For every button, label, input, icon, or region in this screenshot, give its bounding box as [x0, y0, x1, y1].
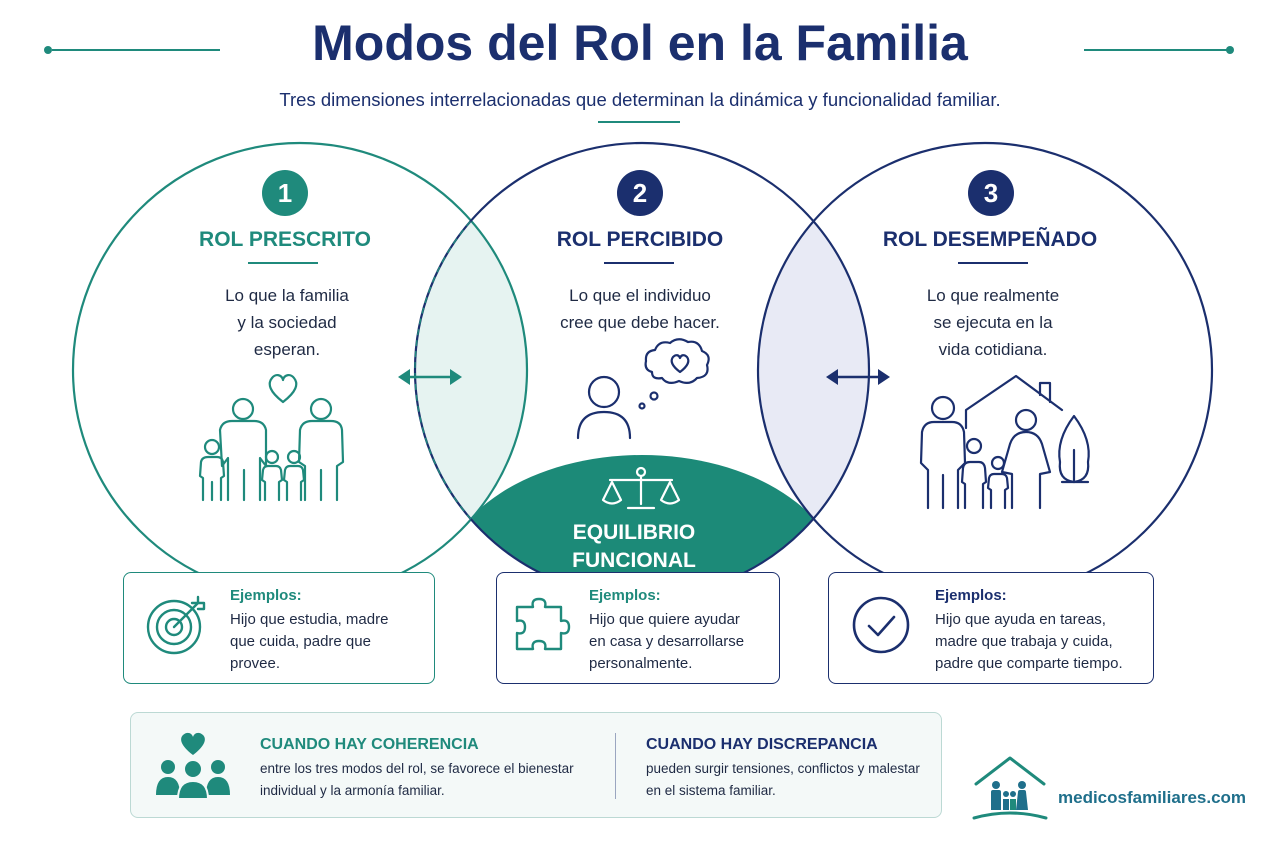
- double-arrow-left-icon: [398, 369, 462, 385]
- example-heading: Ejemplos:: [589, 587, 661, 604]
- summary-box: CUANDO HAY COHERENCIA entre los tres mod…: [130, 712, 942, 818]
- rule-percibido: [604, 262, 674, 264]
- balance-scale-icon: [601, 466, 681, 510]
- decor-dot-left: [44, 46, 52, 54]
- coherence-text: entre los tres modos del rol, se favorec…: [260, 761, 574, 798]
- example-card-desempenado: Ejemplos: Hijo que ayuda en tareas, madr…: [828, 572, 1154, 684]
- discrepancy-text: pueden surgir tensiones, conflictos y ma…: [646, 761, 920, 798]
- summary-divider: [615, 733, 616, 799]
- house-family-logo-icon: [972, 756, 1048, 820]
- example-card-percibido: Ejemplos: Hijo que quiere ayudar en casa…: [496, 572, 780, 684]
- coherence-heading: CUANDO HAY COHERENCIA: [260, 736, 479, 753]
- group-heart-icon: [156, 732, 230, 800]
- target-icon: [146, 595, 206, 655]
- decor-dot-right: [1226, 46, 1234, 54]
- desc-rol-percibido: Lo que el individuo cree que debe hacer.: [560, 286, 720, 332]
- badge-2: 2: [617, 170, 663, 216]
- discrepancy-heading: CUANDO HAY DISCREPANCIA: [646, 736, 878, 753]
- desc-rol-desempenado: Lo que realmente se ejecuta en la vida c…: [926, 286, 1060, 359]
- rule-prescrito: [248, 262, 318, 264]
- title-rol-desempenado: ROL DESEMPEÑADO: [882, 228, 1098, 251]
- page-subtitle: Tres dimensiones interrelacionadas que d…: [279, 89, 1001, 110]
- double-arrow-right-icon: [826, 369, 890, 385]
- example-heading: Ejemplos:: [230, 587, 302, 604]
- page-title: Modos del Rol en la Familia: [312, 15, 968, 71]
- decor-line-right: [1084, 49, 1228, 51]
- example-text: Hijo que ayuda en tareas, madre que trab…: [935, 611, 1123, 672]
- family-heart-icon: [198, 374, 345, 502]
- example-text: Hijo que quiere ayudar en casa y desarro…: [589, 611, 745, 672]
- badge-1: 1: [262, 170, 308, 216]
- equilibrio-funcional-label: EQUILIBRIO FUNCIONAL: [572, 521, 696, 572]
- subtitle-rule: [598, 121, 680, 123]
- example-text: Hijo que estudia, madre que cuida, padre…: [230, 611, 389, 672]
- badge-3: 3: [968, 170, 1014, 216]
- title-rol-prescrito: ROL PRESCRITO: [199, 228, 371, 251]
- rule-desempenado: [958, 262, 1028, 264]
- puzzle-icon: [515, 597, 571, 651]
- title-rol-percibido: ROL PERCIBIDO: [556, 228, 724, 251]
- desc-rol-prescrito: Lo que la familia y la sociedad esperan.: [225, 286, 349, 359]
- brand-name: medicosfamiliares.com: [1058, 788, 1247, 807]
- person-thought-heart-icon: [576, 338, 710, 440]
- check-circle-icon: [852, 596, 910, 654]
- example-heading: Ejemplos:: [935, 587, 1007, 604]
- family-house-tree-icon: [919, 374, 1090, 510]
- example-card-prescrito: Ejemplos: Hijo que estudia, madre que cu…: [123, 572, 435, 684]
- decor-line-left: [52, 49, 220, 51]
